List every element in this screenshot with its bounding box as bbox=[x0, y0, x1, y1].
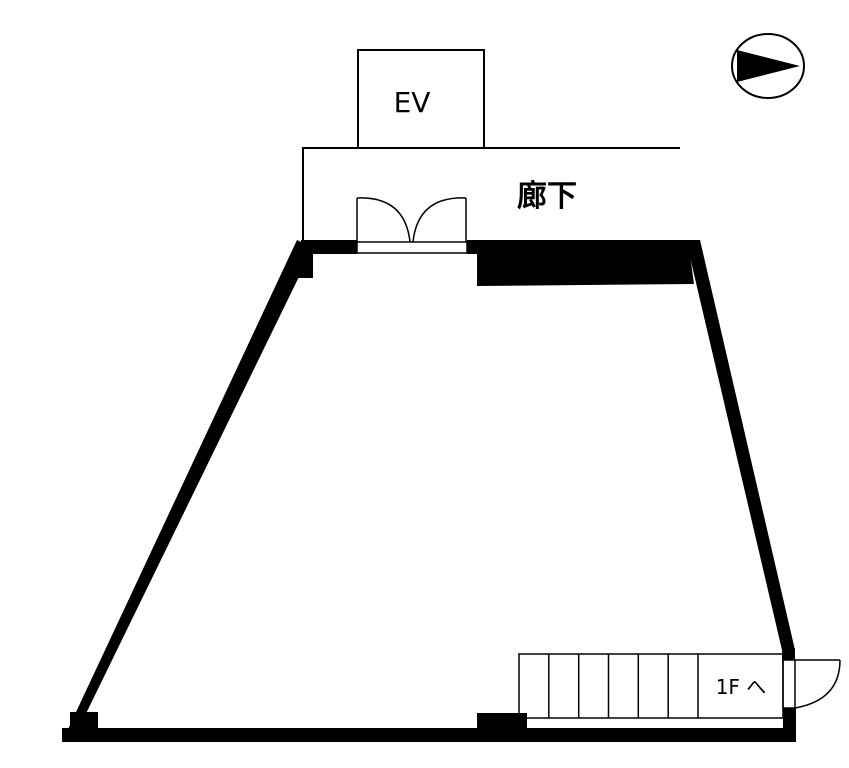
wall-left bbox=[62, 240, 313, 742]
side-door bbox=[782, 659, 841, 709]
stair-steps bbox=[548, 654, 699, 718]
corridor: 廊下 bbox=[302, 147, 680, 242]
wall-top-right bbox=[467, 240, 694, 286]
exterior-walls bbox=[62, 240, 796, 742]
staircase: 1F へ bbox=[518, 653, 784, 719]
side-door-frame bbox=[782, 659, 796, 709]
corridor-outline bbox=[302, 147, 680, 242]
north-arrow-pointer bbox=[737, 50, 800, 82]
side-door-swing bbox=[794, 659, 841, 709]
north-arrow-circle bbox=[731, 33, 805, 99]
wall-bottom-right-corner bbox=[783, 708, 796, 742]
wall-bottom bbox=[62, 728, 796, 742]
door-swing-left bbox=[356, 197, 411, 243]
elevator-label: EV bbox=[394, 86, 431, 119]
corridor-label: 廊下 bbox=[517, 179, 577, 214]
stairs-label: 1F へ bbox=[716, 675, 767, 699]
door-threshold bbox=[356, 241, 468, 254]
north-arrow-icon bbox=[731, 33, 805, 99]
door-swing-right bbox=[412, 197, 467, 243]
wall-right-short bbox=[782, 648, 795, 660]
wall-right bbox=[686, 240, 795, 650]
pillar-bottom-middle bbox=[477, 713, 527, 733]
elevator: EV bbox=[357, 49, 485, 149]
entrance-double-door bbox=[356, 197, 468, 254]
